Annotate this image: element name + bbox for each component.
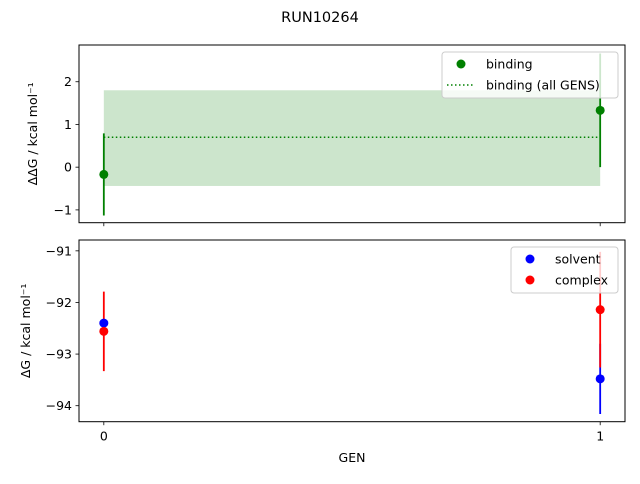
point-complex-0 [99,326,109,336]
y-tick-label: −1 [54,202,72,217]
y-tick-label: −93 [46,347,72,362]
point-binding-1 [595,105,605,115]
y-tick-label: −92 [46,295,72,310]
y-tick-label: −94 [46,398,72,413]
x-tick-label: 1 [596,429,604,444]
legend-box [441,51,619,99]
y-axis-label: ΔG / kcal mol⁻¹ [18,284,33,379]
legend-label: solvent [555,252,601,267]
axes-frame [78,44,626,224]
legend-box [510,246,619,294]
figure-title: RUN10264 [281,10,359,26]
legend: binding binding (all GENS) [441,51,619,99]
point-solvent-0 [99,318,109,328]
y-tick-label: 2 [64,74,72,89]
y-tick-label: 1 [64,117,72,132]
legend-label: binding [486,57,533,72]
legend-label: complex [555,273,608,288]
y-tick-label: 0 [64,160,72,175]
x-axis-label: GEN [339,450,366,465]
legend-marker-solvent [525,254,535,264]
y-tick-label: −91 [46,243,72,258]
legend-marker-complex [525,275,535,285]
x-tick-label: 0 [100,429,108,444]
y-axis-label: ΔΔG / kcal mol⁻¹ [25,82,40,185]
legend: solvent complex [510,246,619,294]
legend-marker-binding [456,59,466,69]
point-binding-0 [99,169,109,179]
point-solvent-1 [595,374,605,384]
axes-frame [78,239,626,423]
point-complex-1 [595,305,605,315]
uncertainty-band [103,90,601,186]
bottom-axes-solvent-complex: −94 −93 −92 −91 0 1 ΔG / kcal mol⁻¹ GEN solvent c… [18,239,626,465]
legend-label: binding (all GENS) [486,78,600,93]
